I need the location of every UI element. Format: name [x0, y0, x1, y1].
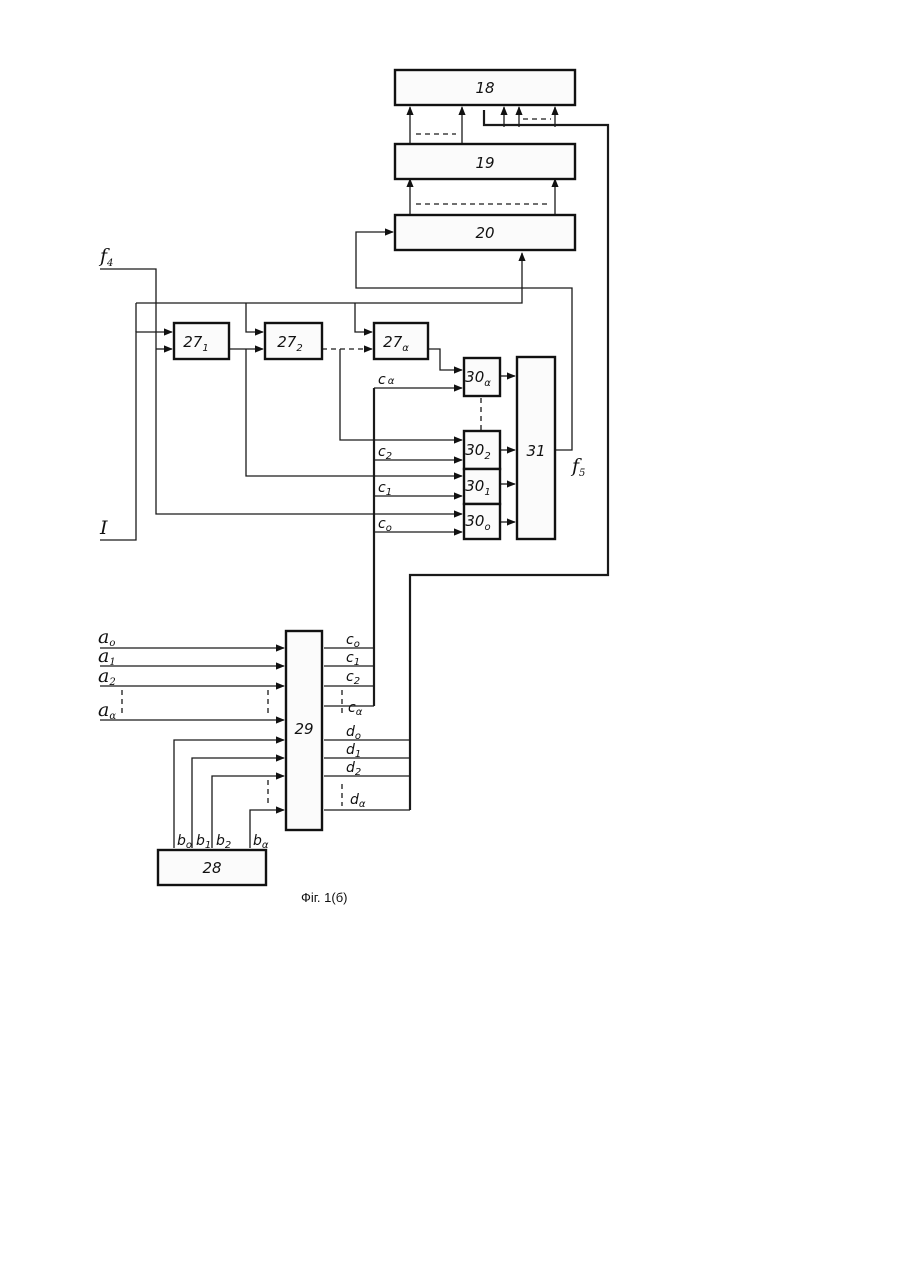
block-30-alpha: 30α: [464, 358, 500, 396]
output-f5-label: f5: [570, 455, 585, 479]
input-f4-label: f4: [98, 245, 113, 269]
svg-text:19: 19: [475, 154, 494, 172]
block-27-1: 271: [174, 323, 229, 359]
a-alpha-label: aα: [98, 699, 116, 722]
b-1-label: b1: [196, 833, 211, 851]
c-1-out-label: c1: [346, 650, 360, 668]
d-alpha-out-label: dα: [350, 792, 366, 810]
b-alpha-label: bα: [253, 833, 269, 851]
b-2-label: b2: [216, 833, 231, 851]
block-29: 29: [286, 631, 322, 830]
block-30-0: 30o: [464, 504, 500, 539]
block-30-2: 302: [464, 431, 500, 469]
figure-caption: Фіг. 1(б): [301, 890, 347, 905]
block-30-1: 301: [464, 469, 500, 504]
block-27-2: 272: [265, 323, 322, 359]
d-0-out-label: do: [346, 724, 361, 742]
svg-text:29: 29: [294, 720, 313, 738]
a-2-label: a2: [98, 665, 116, 688]
d-2-out-label: d2: [346, 760, 361, 778]
block-27-alpha: 27α: [374, 323, 428, 359]
block-28: 28: [158, 850, 266, 885]
svg-text:20: 20: [475, 224, 494, 242]
c-alpha-in-label: cα: [378, 372, 395, 388]
d-1-out-label: d1: [346, 742, 361, 760]
block-18: 18: [395, 70, 575, 105]
block-20: 20: [395, 215, 575, 250]
c-1-in-label: c1: [378, 480, 392, 498]
c-2-in-label: c2: [378, 444, 392, 462]
input-I-label: I: [99, 517, 108, 539]
c-alpha-out-label: cα: [348, 700, 363, 718]
c-2-out-label: c2: [346, 669, 360, 687]
block-19: 19: [395, 144, 575, 179]
svg-text:28: 28: [202, 859, 221, 877]
svg-text:18: 18: [475, 79, 494, 97]
svg-text:31: 31: [526, 442, 545, 460]
b-0-label: bo: [177, 833, 192, 851]
c-0-in-label: co: [378, 516, 392, 534]
block-31: 31: [517, 357, 555, 539]
c-0-out-label: co: [346, 632, 360, 650]
